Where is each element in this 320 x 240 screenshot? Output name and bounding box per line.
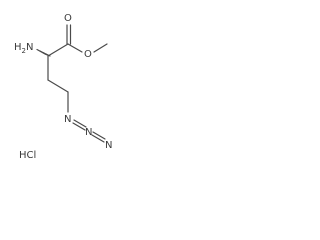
bond-n1-n2-b	[72, 122, 86, 131]
azide-n1-label: N	[64, 114, 71, 125]
hcl-salt-label: HCl	[19, 150, 37, 161]
amine-label: H2N	[14, 42, 33, 55]
carbonyl-oxygen-label: O	[64, 13, 72, 24]
azide-n3-label: N	[105, 140, 112, 151]
structure-canvas: H2N O O N N N HCl	[0, 0, 132, 180]
bond-n2-n3-b	[91, 134, 105, 143]
bond-ccarbonyl-oester	[67, 43, 83, 53]
bond-n1-n2-a	[73, 119, 87, 128]
bond-n2-n3-a	[92, 131, 106, 140]
ester-oxygen-label: O	[84, 49, 92, 60]
chemical-structure-diagram: H2N O O N N N	[14, 13, 112, 151]
bond-cbeta-cgamma	[47, 79, 69, 93]
bond-oester-methyl	[93, 43, 108, 53]
azide-n2-label: N	[85, 127, 92, 138]
stereo-hash-bond	[36, 48, 51, 57]
bond-calpha-ccarbonyl	[47, 43, 69, 57]
